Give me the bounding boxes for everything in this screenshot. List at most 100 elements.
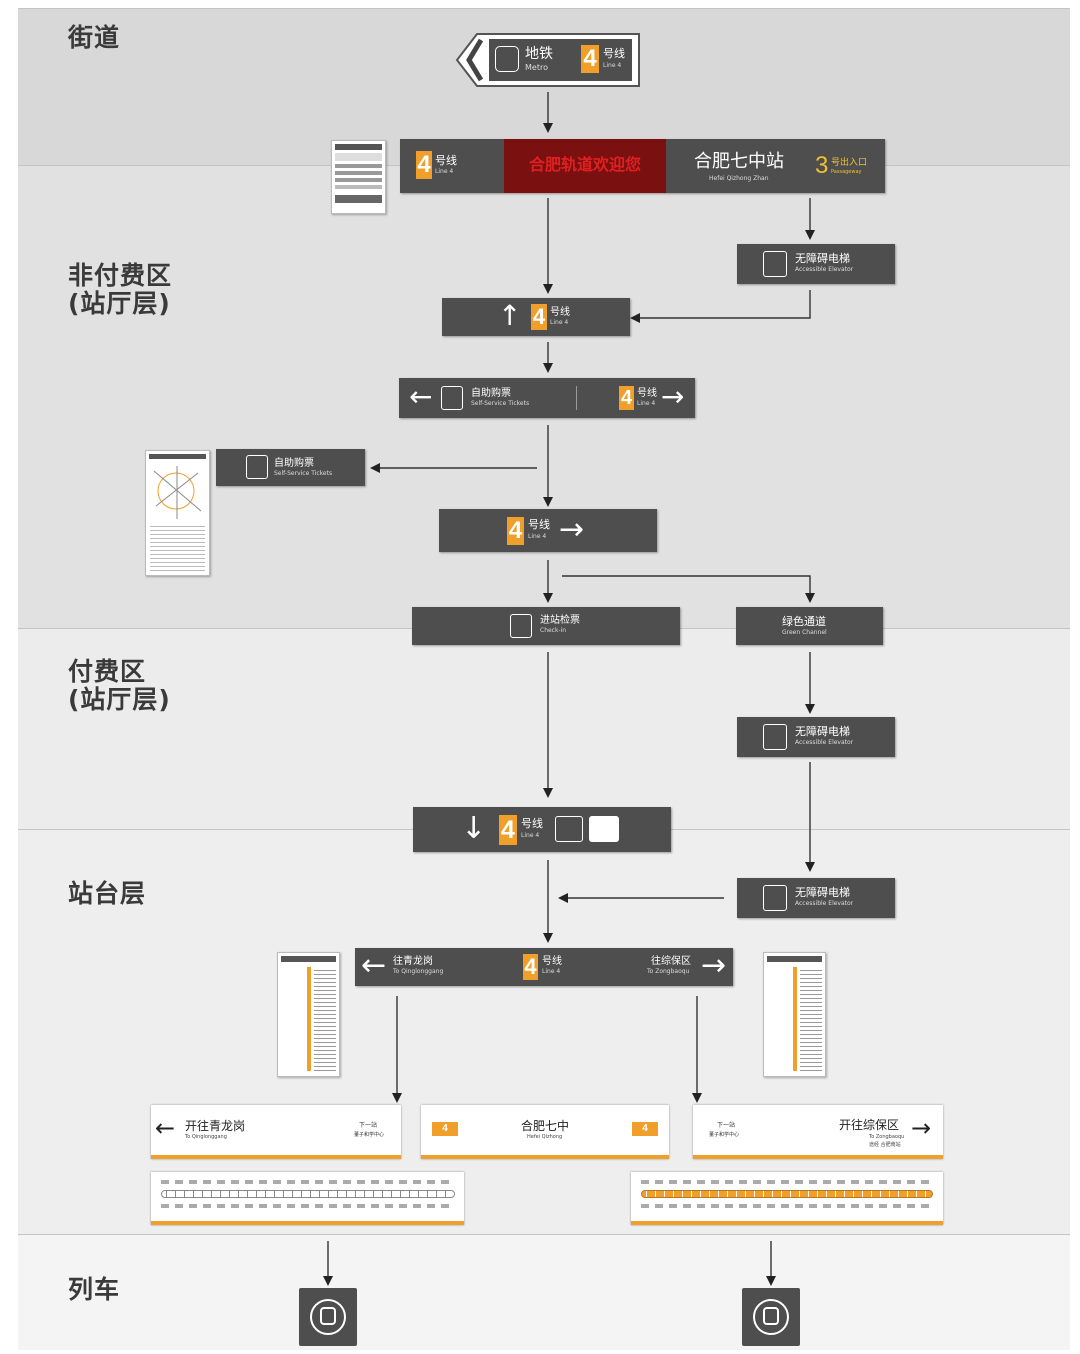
line4-badge: 4 — [507, 517, 524, 545]
train-right — [742, 1288, 800, 1346]
line4-badge: 4 — [523, 954, 538, 980]
card-left-cn: 开往青龙岗 — [185, 1119, 246, 1133]
green-label-cn: 绿色通道 — [782, 615, 826, 628]
zone-train-band — [18, 1234, 1070, 1350]
card-right-en: To Zongbaoqu — [869, 1134, 905, 1140]
line-label-cn: 号线 — [603, 47, 625, 60]
zone-label-unpaid: 非付费区 (站厅层) — [68, 261, 173, 318]
card-mid-cn: 合肥七中 — [521, 1119, 570, 1133]
line4-badge: 4 — [632, 1122, 658, 1136]
metro-label-cn: 地铁 — [525, 46, 553, 62]
arrow-right-icon: → — [911, 1114, 932, 1142]
arrow-left-icon: ← — [361, 948, 387, 983]
train-icon — [310, 1299, 346, 1335]
self-service-tickets-sign: 自助购票 Self-Service Tickets — [216, 449, 365, 486]
route-poster-left — [277, 952, 340, 1077]
line-label-en: Line 4 — [542, 968, 561, 975]
next-station-name: 董子和学中心 — [709, 1132, 740, 1138]
elevator-sign-3: 无障碍电梯 Accessible Elevator — [737, 878, 895, 918]
metro-icon — [495, 46, 519, 72]
elevator-icon — [763, 885, 787, 911]
line-label-cn: 号线 — [528, 518, 550, 531]
platform-card-middle: 4 合肥七中 Hefei Qizhong 4 — [421, 1105, 669, 1159]
line-label-cn: 号线 — [542, 956, 562, 967]
elevator-sign-1: 无障碍电梯 Accessible Elevator — [737, 244, 895, 284]
elevator-sign-2: 无障碍电梯 Accessible Elevator — [737, 717, 895, 757]
exit-label-en: Passageway — [831, 169, 862, 175]
zone-label-street: 街道 — [68, 23, 121, 52]
metro-label-en: Metro — [525, 63, 548, 72]
line4-right-sign: 4 号线 Line 4 → — [439, 509, 657, 552]
elevator-label-cn: 无障碍电梯 — [795, 252, 850, 265]
tickets-label-en: Self-Service Tickets — [274, 470, 333, 477]
card-left-en: To Qinglonggang — [185, 1134, 227, 1140]
platform-left-en: To Qinglonggang — [393, 968, 444, 975]
station-name-en: Hefei Qizhong Zhan — [709, 175, 769, 182]
zone-label-train: 列车 — [68, 1275, 121, 1304]
arrow-right-icon: → — [701, 948, 727, 983]
elevator-label-cn: 无障碍电梯 — [795, 886, 850, 899]
tickets-line4-split-sign: ← 自助购票 Self-Service Tickets 4 号线 Line 4 … — [399, 378, 695, 418]
line-label-cn: 号线 — [435, 154, 457, 167]
metro-entrance-sign: 地铁 Metro 4 号线 Line 4 — [455, 33, 641, 87]
line4-ahead-sign: ↑ 4 号线 Line 4 — [442, 298, 630, 336]
platform-direction-sign: ← 往青龙岗 To Qinglonggang 4 号线 Line 4 往综保区 … — [355, 948, 733, 986]
arrow-down-icon: ↓ — [461, 811, 487, 846]
tickets-label-cn: 自助购票 — [274, 458, 314, 469]
line4-badge: 4 — [499, 815, 517, 845]
green-channel-sign: 绿色通道 Green Channel — [736, 607, 883, 645]
gate-icon — [510, 614, 532, 638]
welcome-text: 合肥轨道欢迎您 — [528, 155, 641, 174]
line4-down-sign: ↓ 4 号线 Line 4 — [413, 807, 671, 852]
line-label-cn: 号线 — [637, 388, 657, 399]
route-strip-left — [151, 1172, 464, 1225]
arrow-up-icon: ↑ — [498, 299, 522, 332]
zone-label-paid: 付费区 (站厅层) — [68, 657, 171, 714]
next-station-name: 董子和学中心 — [354, 1132, 385, 1138]
welcome-led: 合肥轨道欢迎您 — [504, 139, 666, 193]
elevator-label-en: Accessible Elevator — [795, 266, 854, 273]
line-label-en: Line 4 — [521, 832, 540, 839]
line4-badge: 4 — [581, 45, 599, 73]
line-label-cn: 号线 — [550, 307, 570, 318]
platform-right-en: To Zongbaoqu — [647, 968, 690, 975]
zone-label-platform: 站台层 — [68, 879, 147, 908]
accessible-toilet-icon — [589, 816, 619, 842]
elevator-label-cn: 无障碍电梯 — [795, 725, 850, 738]
arrow-right-icon: → — [559, 512, 585, 547]
line-label-cn: 号线 — [521, 817, 543, 830]
card-right-cn: 开往综保区 — [839, 1118, 900, 1132]
station-name-cn: 合肥七中站 — [694, 151, 784, 172]
card-mid-en: Hefei Qizhong — [527, 1134, 563, 1140]
network-map-poster — [145, 450, 210, 576]
next-station-label: 下一站 — [717, 1122, 736, 1129]
line4-badge: 4 — [619, 386, 634, 410]
train-icon — [753, 1299, 789, 1335]
line-label-en: Line 4 — [603, 62, 622, 69]
platform-card-right: 下一站 董子和学中心 开往综保区 To Zongbaoqu 途经 合肥南站 → — [693, 1105, 943, 1159]
line4-badge: 4 — [432, 1122, 458, 1136]
ticket-machine-icon — [441, 386, 463, 410]
arrow-left-icon: ← — [155, 1114, 176, 1142]
line-label-en: Line 4 — [637, 400, 656, 407]
gates-label-cn: 进站检票 — [540, 615, 580, 626]
platform-right-cn: 往综保区 — [651, 956, 691, 967]
elevator-icon — [763, 724, 787, 750]
check-in-sign: 进站检票 Check-in — [412, 607, 680, 645]
tickets-label-en: Self-Service Tickets — [471, 400, 530, 407]
elevator-icon — [763, 251, 787, 277]
platform-left-cn: 往青龙岗 — [393, 956, 433, 967]
exit-number: 3 — [815, 152, 829, 179]
next-station-label: 下一站 — [359, 1122, 378, 1129]
arrow-right-icon: → — [661, 380, 685, 413]
train-left — [299, 1288, 357, 1346]
line-label-en: Line 4 — [528, 533, 547, 540]
ticket-machine-icon — [246, 455, 268, 479]
toilet-icon — [555, 816, 583, 842]
line4-badge: 4 — [416, 151, 432, 179]
route-strip-right — [631, 1172, 943, 1225]
station-info-poster — [331, 140, 386, 214]
line-label-en: Line 4 — [435, 168, 454, 175]
elevator-label-en: Accessible Elevator — [795, 900, 854, 907]
